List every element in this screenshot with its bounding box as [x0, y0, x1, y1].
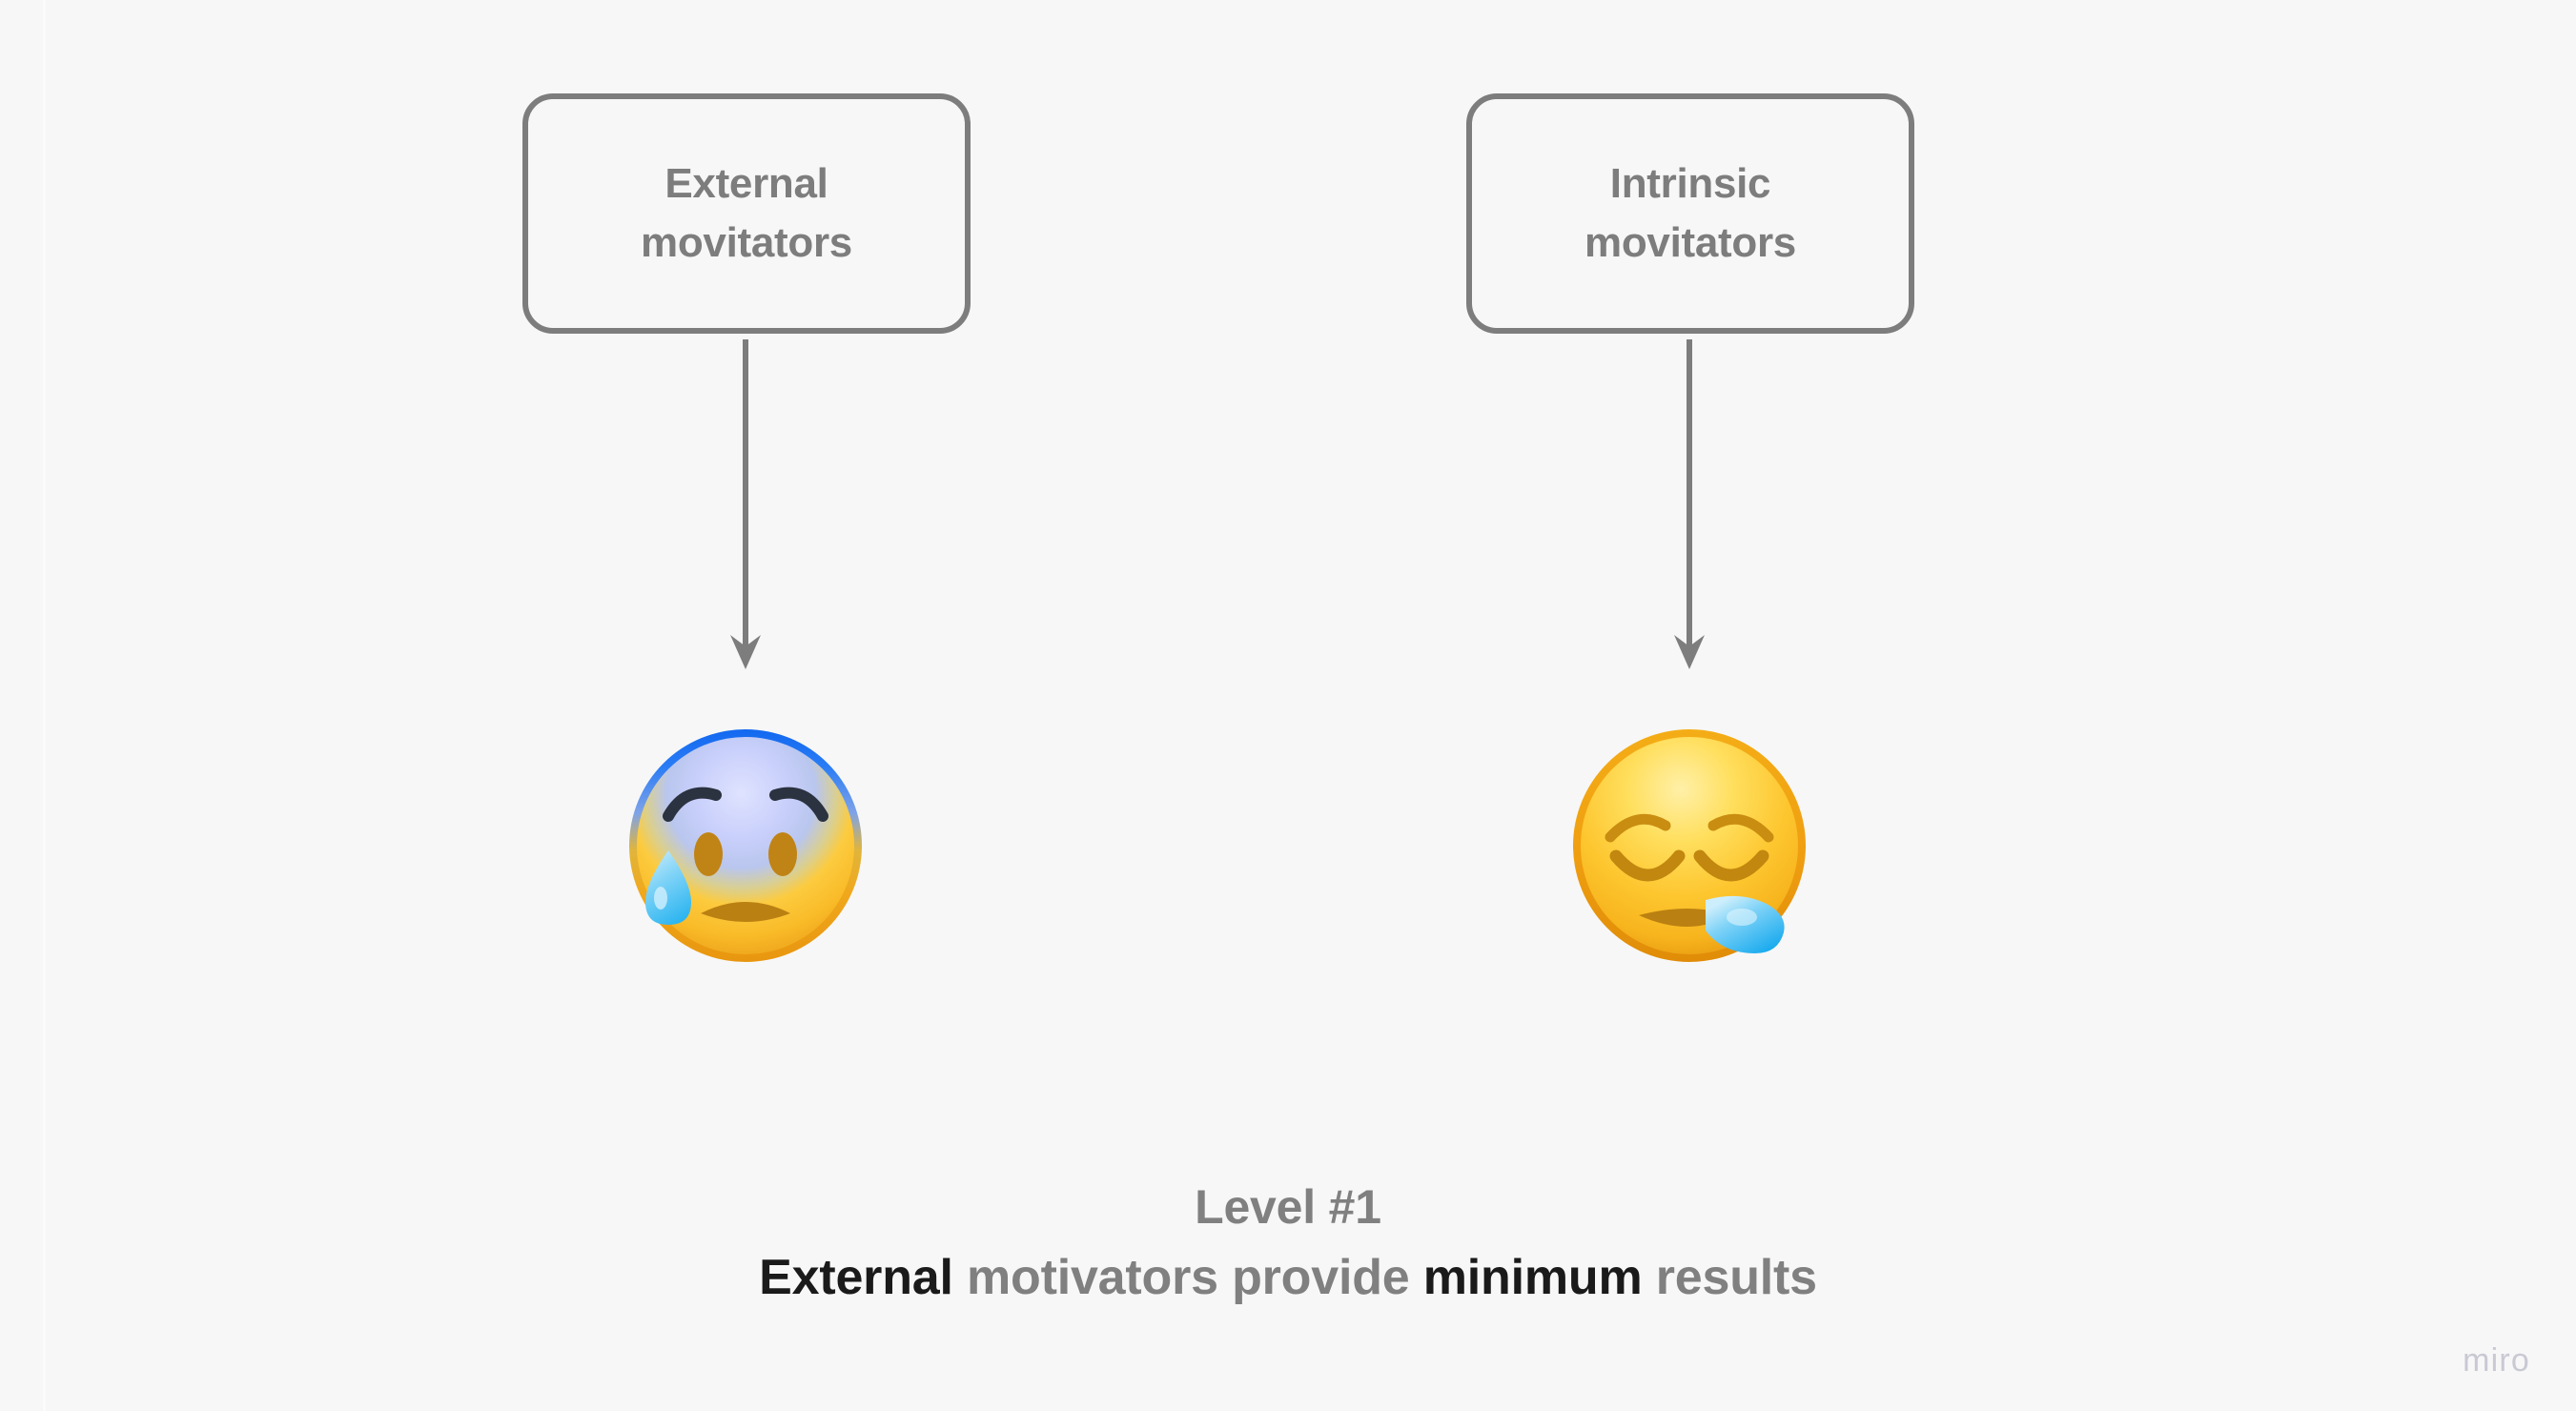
node-external-movitators[interactable]: External movitators: [522, 93, 971, 334]
anxious-face-with-sweat-emoji[interactable]: [626, 726, 865, 965]
node-external-movitators-label: External movitators: [641, 160, 852, 266]
miro-watermark: miro: [2463, 1342, 2530, 1379]
caption-block: Level #1 External motivators provide min…: [0, 1178, 2576, 1308]
caption-part-minimum: minimum: [1422, 1250, 1643, 1305]
caption-part-results: results: [1642, 1250, 1817, 1305]
node-intrinsic-movitators-label: Intrinsic movitators: [1584, 160, 1796, 266]
caption-part-motivators-provide: motivators provide: [952, 1250, 1423, 1305]
caption-level: Level #1: [1195, 1180, 1381, 1234]
sleepy-face-emoji[interactable]: [1570, 726, 1809, 965]
caption-statement: External motivators provide minimum resu…: [0, 1248, 2576, 1308]
arrow-down-icon-intrinsic[interactable]: [1670, 339, 1708, 673]
frame-left-edge: [43, 0, 46, 1411]
arrow-down-icon-external[interactable]: [726, 339, 765, 673]
caption-part-external: External: [759, 1250, 953, 1305]
node-intrinsic-movitators[interactable]: Intrinsic movitators: [1466, 93, 1914, 334]
